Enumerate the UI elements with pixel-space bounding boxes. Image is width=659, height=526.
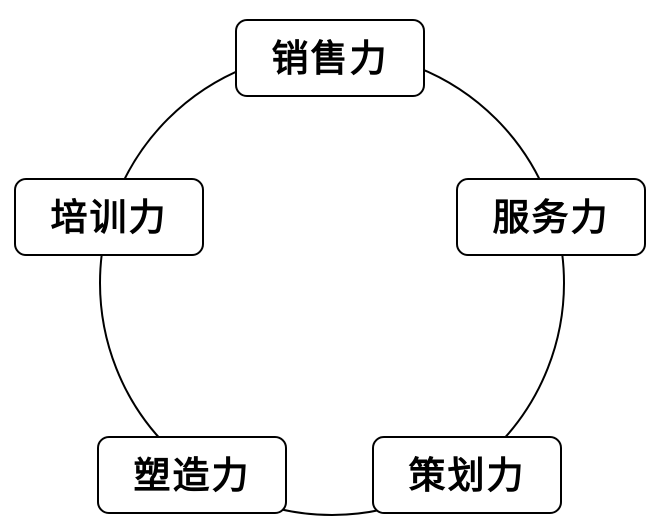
node-label: 销售力 bbox=[271, 36, 389, 80]
node-label: 培训力 bbox=[50, 195, 168, 239]
node-label: 策划力 bbox=[408, 453, 526, 497]
node-planning-power: 策划力 bbox=[372, 436, 562, 514]
node-label: 服务力 bbox=[492, 195, 610, 239]
node-shaping-power: 塑造力 bbox=[97, 436, 287, 514]
node-label: 塑造力 bbox=[133, 453, 251, 497]
node-sales-power: 销售力 bbox=[235, 19, 425, 97]
node-training-power: 培训力 bbox=[14, 178, 204, 256]
node-service-power: 服务力 bbox=[456, 178, 646, 256]
